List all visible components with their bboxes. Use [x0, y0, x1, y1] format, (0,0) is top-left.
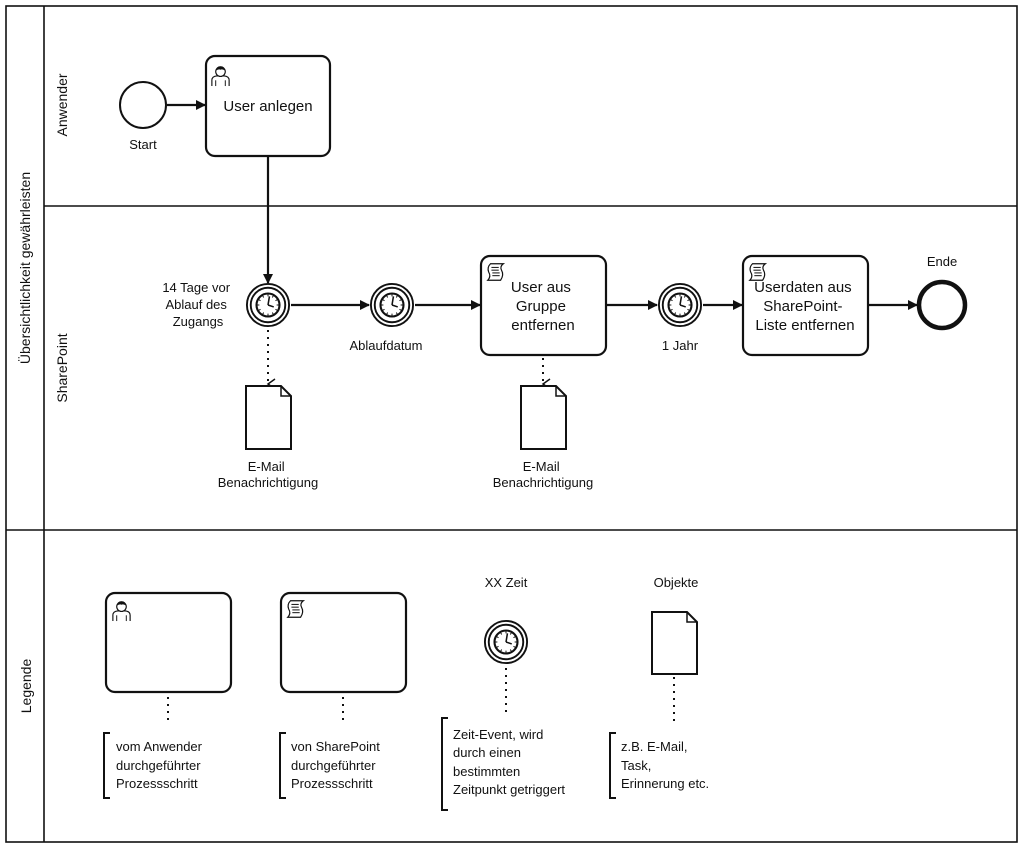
legend-objects-title: Objekte: [654, 575, 699, 590]
pool-label: Übersichtlichkeit gewährleisten: [16, 172, 33, 364]
legend-timer-title: XX Zeit: [485, 575, 528, 590]
legend-script-task: [279, 591, 408, 694]
lane-label-sharepoint: SharePoint: [54, 333, 70, 402]
legend-bracket: [441, 717, 448, 811]
end-label: Ende: [927, 254, 957, 269]
task-gruppe-label: User aus Gruppe entfernen: [511, 279, 575, 334]
legend-user-task-desc: vom Anwender durchgeführter Prozessschri…: [116, 739, 206, 791]
legend-bracket: [103, 732, 110, 799]
doc2-label: E-Mail Benachrichtigung: [493, 459, 593, 490]
legend-bracket: [609, 732, 616, 799]
script-icon: [749, 263, 766, 281]
task-user-anlegen: [204, 54, 332, 158]
script-icon: [287, 600, 304, 618]
task-userdaten-entfernen: [741, 254, 870, 357]
pool-border: [5, 5, 1018, 843]
lane-label-anwender: Anwender: [54, 73, 70, 136]
timer-14tage-label: 14 Tage vor Ablauf des Zugangs: [162, 280, 233, 329]
timer-ablaufdatum-label: Ablaufdatum: [350, 338, 423, 353]
task-user-anlegen-label: User anlegen: [223, 98, 312, 115]
legend-timer-event: [483, 619, 529, 665]
start-label: Start: [129, 137, 157, 152]
end-event: [916, 279, 968, 331]
document-icon: [245, 385, 292, 450]
script-icon: [487, 263, 504, 281]
start-event: [119, 81, 167, 129]
timer-1jahr-label: 1 Jahr: [662, 338, 699, 353]
lane-label-legende: Legende: [18, 659, 34, 714]
legend-objects-desc: z.B. E-Mail, Task, Erinnerung etc.: [621, 739, 709, 791]
timer-event-14tage: [245, 282, 291, 328]
document-icon: [520, 385, 567, 450]
task-userdaten-label: Userdaten aus SharePoint- Liste entferne…: [754, 279, 856, 334]
task-user-aus-gruppe: [479, 254, 608, 357]
doc1-label: E-Mail Benachrichtigung: [218, 459, 318, 490]
legend-user-task: [104, 591, 233, 694]
legend-bracket: [279, 732, 286, 799]
timer-event-1jahr: [657, 282, 703, 328]
document-icon: [651, 611, 698, 675]
timer-event-ablaufdatum: [369, 282, 415, 328]
legend-script-task-desc: von SharePoint durchgeführter Prozesssch…: [291, 739, 384, 791]
legend-timer-desc: Zeit-Event, wird durch einen bestimmten …: [453, 727, 565, 797]
